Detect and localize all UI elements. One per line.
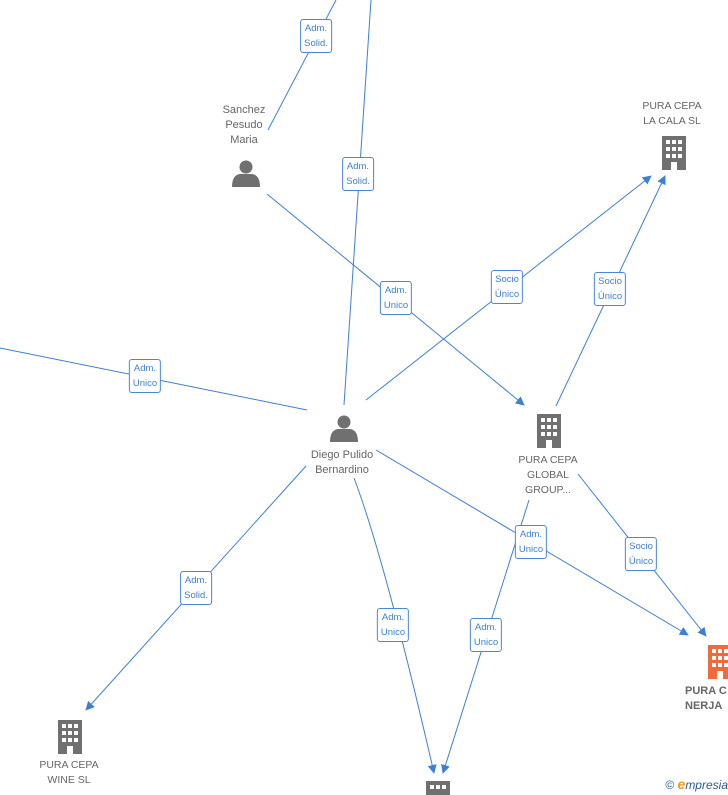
copyright-brand: © empresia	[665, 776, 728, 792]
node-label-global-group[interactable]: PURA CEPA GLOBAL GROUP...	[518, 454, 578, 496]
edge-label-10[interactable]: Adm. Unico	[376, 608, 410, 642]
brand-name: mpresia	[685, 778, 728, 792]
edge-label-3[interactable]: Adm. Unico	[128, 359, 162, 393]
edge-line-10	[353, 477, 437, 774]
edge-label-6[interactable]: Socio Único	[593, 272, 627, 306]
node-label-diego[interactable]: Diego Pulido Bernardino	[310, 449, 374, 476]
node-label-nerja[interactable]: PURA C NERJA	[685, 685, 727, 712]
edge-label-7[interactable]: Adm. Unico	[514, 525, 548, 559]
node-label-sanchez[interactable]: Sanchez Pesudo Maria	[222, 104, 266, 146]
edge-label-2[interactable]: Adm. Solid.	[342, 157, 374, 191]
building-icon[interactable]	[426, 781, 450, 795]
building-icon[interactable]	[58, 720, 82, 754]
edge-label-1[interactable]: Adm. Solid.	[300, 19, 332, 53]
node-label-la-cala[interactable]: PURA CEPA LA CALA SL	[642, 100, 702, 127]
person-icon[interactable]	[330, 415, 358, 443]
building-icon[interactable]	[537, 414, 561, 448]
edge-label-8[interactable]: Socio Único	[624, 537, 658, 571]
building-icon-highlighted[interactable]	[708, 645, 728, 679]
edge-label-4[interactable]: Adm. Unico	[379, 281, 413, 315]
person-icon[interactable]	[232, 160, 260, 188]
brand-initial: e	[677, 776, 686, 792]
copyright-symbol: ©	[665, 778, 675, 792]
building-icon[interactable]	[662, 136, 686, 170]
edge-label-9[interactable]: Adm. Solid.	[180, 571, 212, 605]
node-label-wine[interactable]: PURA CEPA WINE SL	[39, 759, 99, 786]
edge-label-11[interactable]: Adm. Unico	[469, 618, 503, 652]
edge-label-5[interactable]: Socio Único	[490, 270, 524, 304]
edge-line-2	[343, 0, 372, 406]
